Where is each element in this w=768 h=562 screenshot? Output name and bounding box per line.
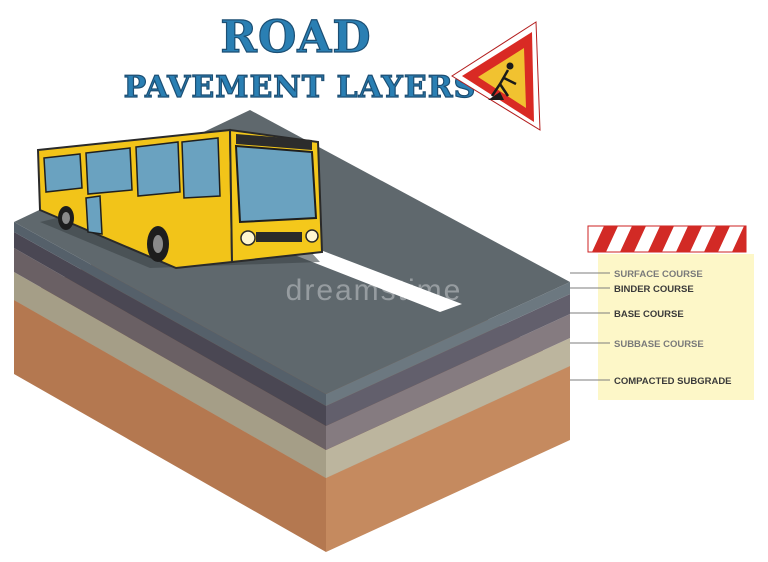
layer-labels: SURFACE COURSE BINDER COURSE BASE COURSE… [614, 269, 732, 387]
layer-binder-course [14, 232, 326, 426]
watermark: dreamstime [286, 274, 463, 307]
label-panel [598, 254, 754, 400]
leader-lines [570, 272, 610, 381]
road-work-sign-icon [451, 21, 541, 131]
title: ROAD PAVEMENT LAYERS [123, 11, 477, 105]
layer-base-course [14, 248, 326, 450]
layer-subbase-course [14, 272, 326, 478]
label-surface-course: SURFACE COURSE [614, 269, 703, 280]
label-binder-course: BINDER COURSE [614, 284, 694, 295]
label-subbase-course: SUBBASE COURSE [614, 339, 704, 350]
label-compacted-subgrade: COMPACTED SUBGRADE [614, 376, 732, 387]
layer-compacted-subgrade [14, 300, 326, 552]
barrier-icon [587, 225, 747, 253]
layer-surface-course [14, 222, 326, 406]
title-line-1: ROAD [220, 12, 371, 63]
label-base-course: BASE COURSE [614, 309, 684, 320]
title-line-2: PAVEMENT LAYERS [124, 70, 477, 105]
bus-icon [36, 128, 324, 270]
